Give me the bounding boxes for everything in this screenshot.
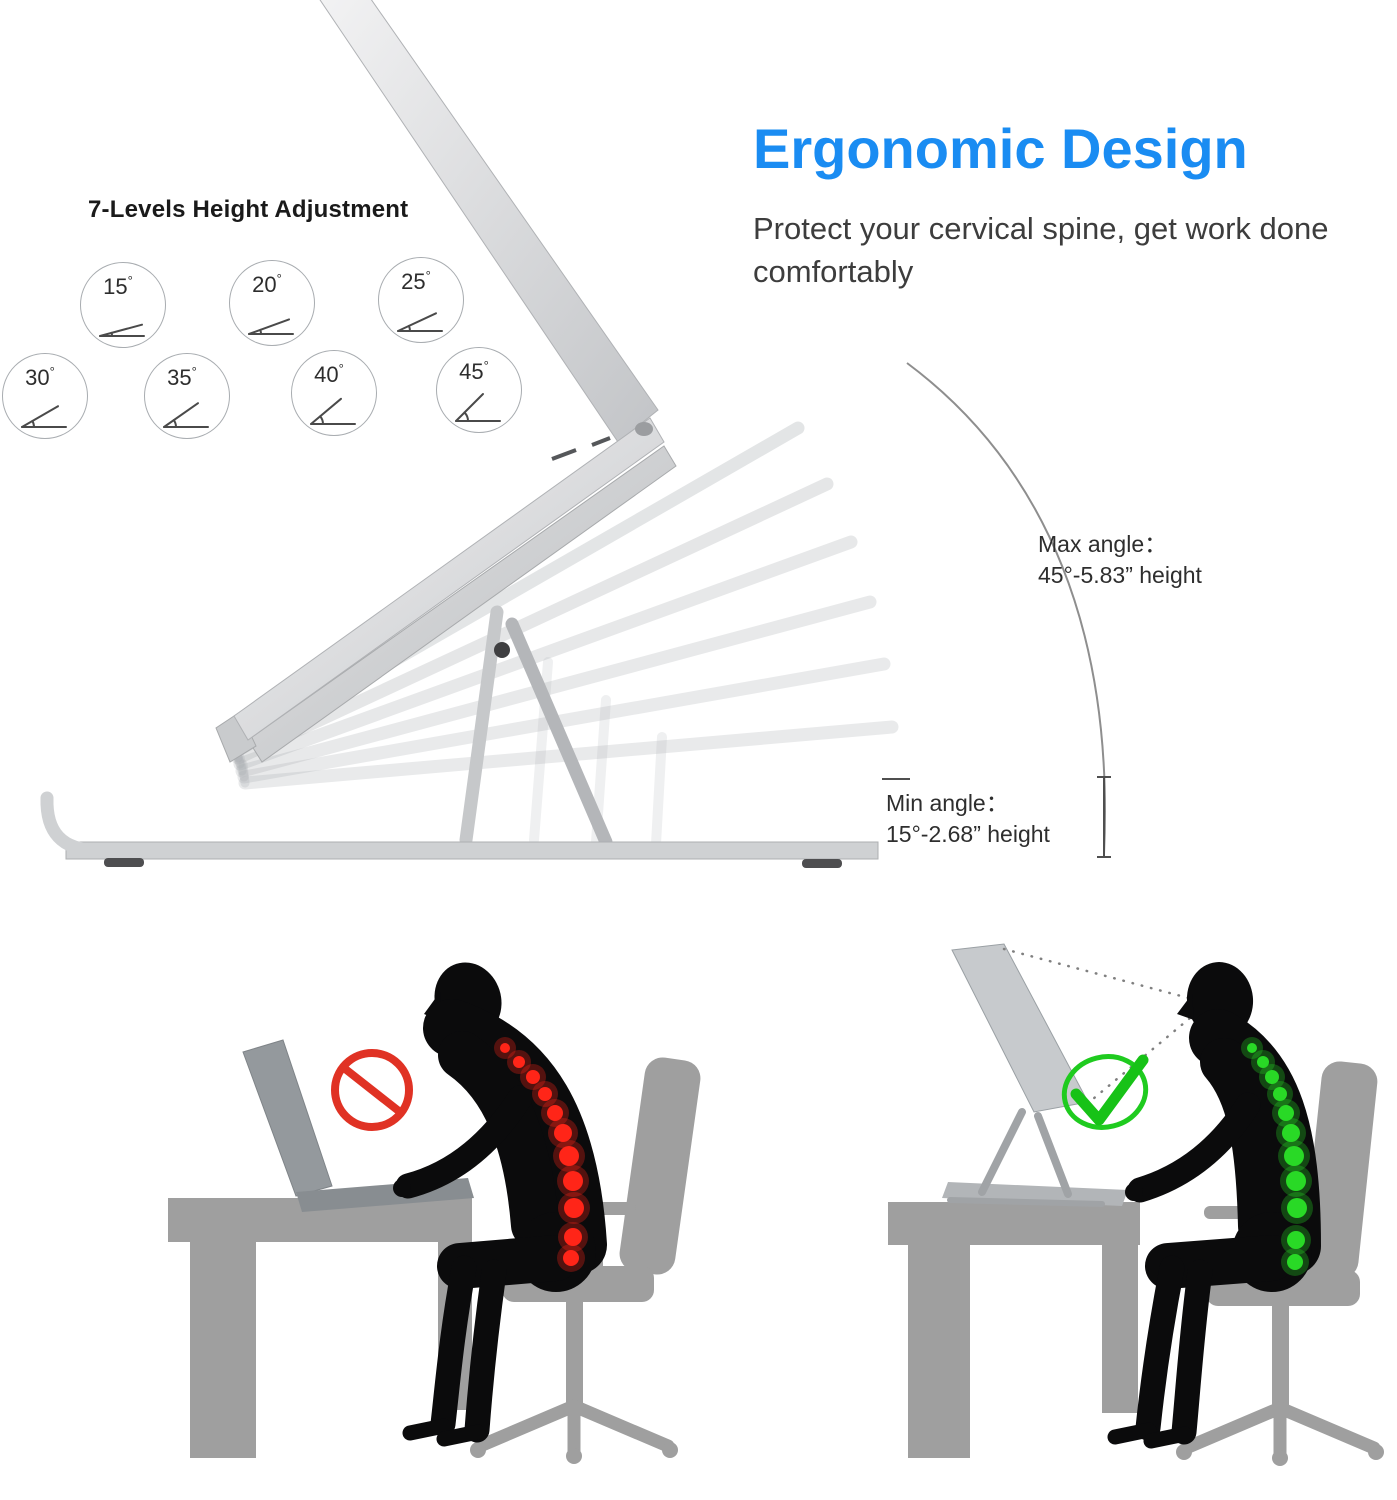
desk: [168, 1198, 472, 1458]
chair-pedestal: [566, 1302, 583, 1408]
stand-base: [40, 791, 879, 868]
checkmark-icon: [1061, 1054, 1149, 1130]
good-posture-scene: [888, 943, 1384, 1466]
chair-base: [1179, 1401, 1381, 1461]
laptop-port: [551, 448, 577, 461]
adjustment-knob: [494, 642, 510, 658]
leg: [430, 1255, 477, 1437]
prohibition-icon: [331, 1049, 413, 1131]
degree-sign: °: [338, 361, 344, 376]
angle-label: 40°: [292, 361, 376, 388]
degree-sign: °: [276, 271, 282, 286]
spine-strain-dots: [494, 1037, 590, 1272]
angle-wedge-icon: [397, 312, 443, 332]
min-angle-label: Min angle：: [886, 790, 1009, 816]
angle-badge-15: 15°: [80, 262, 166, 348]
spine-healthy-dots: [1241, 1037, 1313, 1276]
laptop-hinge: [635, 422, 653, 436]
laptop-on-stand: [942, 943, 1128, 1207]
page-subtitle: Protect your cervical spine, get work do…: [753, 211, 1329, 289]
max-angle-value: 45°-5.83” height: [1038, 561, 1202, 588]
foot: [436, 1424, 486, 1447]
foot: [1107, 1422, 1157, 1445]
bad-posture-scene: [168, 962, 701, 1464]
degree-sign: °: [425, 268, 431, 283]
angle-badge-35: 35°: [144, 353, 230, 439]
hand: [1125, 1183, 1143, 1201]
angle-label: 20°: [230, 271, 314, 298]
angle-value: 25: [401, 269, 426, 294]
min-angle-value: 15°-2.68” height: [886, 820, 1050, 847]
angle-value: 45: [459, 359, 484, 384]
stand-support-arms: [459, 605, 613, 849]
angle-wedge-icon: [21, 405, 67, 428]
min-angle-annotation: Min angle： 15°-2.68” height: [886, 788, 1050, 850]
angle-value: 30: [25, 365, 50, 390]
arm: [395, 1085, 533, 1199]
angle-label: 30°: [3, 364, 87, 391]
angle-wedge-icon: [163, 402, 209, 428]
stand-platform: [215, 445, 677, 763]
angle-value: 15: [103, 274, 128, 299]
max-angle-label: Max angle：: [1038, 531, 1168, 557]
rubber-foot: [802, 859, 842, 868]
height-adjustment-heading: 7-Levels Height Adjustment: [88, 196, 409, 223]
angle-value: 40: [314, 362, 339, 387]
foot: [1143, 1426, 1193, 1449]
degree-sign: °: [49, 364, 55, 379]
angle-label: 45°: [437, 358, 521, 385]
angle-label: 35°: [145, 364, 229, 391]
angle-label: 25°: [379, 268, 463, 295]
arm: [1127, 1092, 1261, 1203]
max-angle-annotation: Max angle： 45°-5.83” height: [1038, 529, 1202, 591]
angle-badge-20: 20°: [229, 260, 315, 346]
laptop-port: [591, 436, 611, 447]
chair-base: [473, 1399, 675, 1459]
leg: [464, 1259, 507, 1443]
angle-wedge-icon: [248, 318, 294, 335]
hand: [393, 1179, 411, 1197]
laptop-stand-illustration: [40, 0, 899, 868]
base-front-hook: [40, 791, 103, 857]
angle-value: 20: [252, 272, 277, 297]
leg: [1171, 1259, 1213, 1445]
laptop-screen: [319, 0, 659, 443]
angle-arc-guide: [906, 362, 1106, 855]
angle-badge-45: 45°: [436, 347, 522, 433]
chair-backrest: [1302, 1061, 1378, 1279]
degree-sign: °: [191, 364, 197, 379]
face: [1177, 994, 1194, 1020]
chair-pedestal: [1272, 1306, 1289, 1410]
leg: [1135, 1255, 1185, 1441]
thigh: [1145, 1235, 1295, 1289]
angle-badge-25: 25°: [378, 257, 464, 343]
laptop-keyboard-deck: [233, 417, 665, 741]
rubber-foot: [104, 858, 144, 867]
degree-sign: °: [127, 273, 133, 288]
angle-wedge-icon: [455, 393, 501, 422]
desk: [888, 1202, 1140, 1458]
angle-badge-40: 40°: [291, 350, 377, 436]
chair-backrest: [619, 1057, 701, 1275]
foot: [402, 1418, 452, 1441]
angle-wedge-icon: [310, 397, 356, 425]
angle-label: 15°: [81, 273, 165, 300]
angle-value: 35: [167, 365, 192, 390]
angle-wedge-icon: [99, 323, 145, 337]
angle-badge-30: 30°: [2, 353, 88, 439]
laptop: [233, 0, 665, 741]
degree-sign: °: [483, 358, 489, 373]
min-height-measure: [882, 776, 1111, 858]
page-title: Ergonomic Design: [753, 117, 1248, 180]
